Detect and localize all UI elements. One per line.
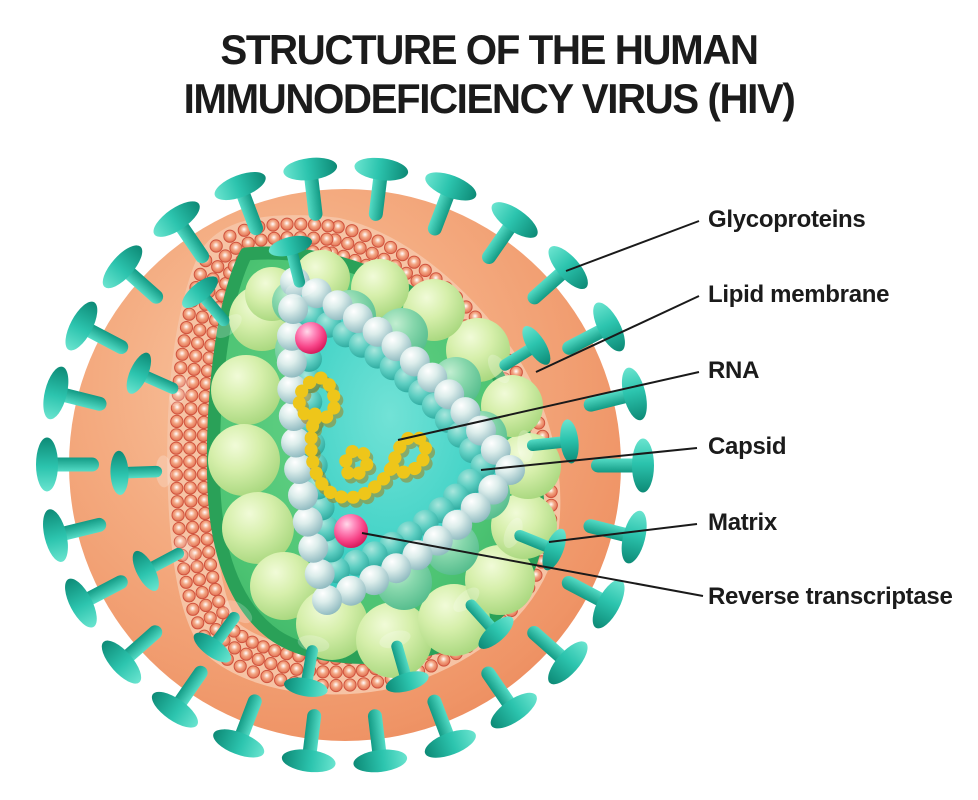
rna-strand-coil (292, 371, 433, 505)
leader-line-glycoproteins (565, 220, 700, 272)
label-capsid: Capsid (708, 433, 787, 460)
label-glycoproteins: Glycoproteins (708, 206, 866, 233)
label-reverse-transcriptase: Reverse transcriptase (708, 583, 953, 610)
matrix-protein-spheres (208, 250, 561, 678)
label-rna: RNA (708, 357, 760, 384)
glycoprotein-spikes (36, 157, 654, 773)
page-title-line-2: IMMUNODEFICIENCY VIRUS (HIV) (183, 74, 796, 122)
leader-line-lipid-membrane (535, 295, 700, 373)
leader-line-matrix (548, 523, 698, 543)
leader-line-rna (397, 371, 700, 441)
reverse-transcriptase-particle (295, 322, 327, 354)
page-title-line-1: STRUCTURE OF THE HUMAN (220, 26, 759, 73)
rna-strand (292, 371, 436, 509)
leader-line-capsid (480, 447, 698, 471)
reverse-transcriptase-particle (334, 514, 368, 548)
leader-line-reverse-transcriptase (361, 532, 704, 597)
leader-lines (361, 220, 704, 597)
label-lipid-membrane: Lipid membrane (708, 281, 890, 308)
label-matrix: Matrix (708, 509, 777, 536)
page-title: STRUCTURE OF THE HUMAN IMMUNODEFICIENCY … (20, 26, 959, 123)
